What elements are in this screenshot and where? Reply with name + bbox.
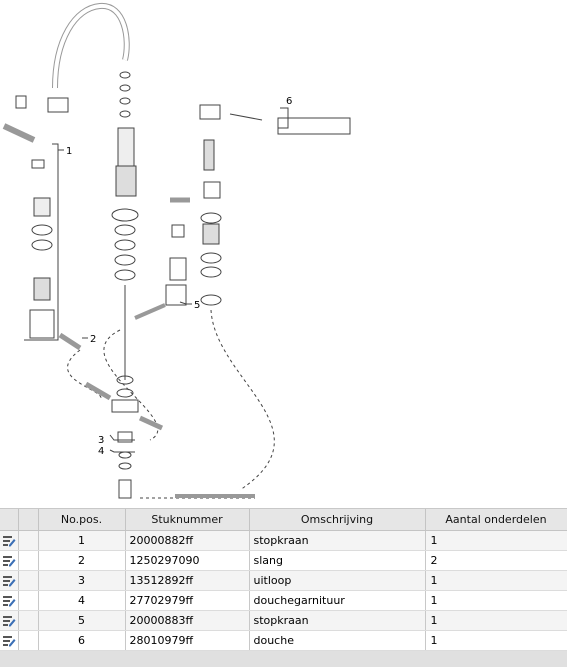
cell-part-number: 1250297090 — [125, 550, 250, 571]
header-quantity[interactable]: Aantal onderdelen — [425, 509, 567, 531]
cell-quantity: 2 — [425, 550, 567, 571]
cell-part-number: 27702979ff — [125, 590, 250, 611]
cell-part-number: 20000883ff — [125, 610, 250, 631]
cell-description: stopkraan — [249, 530, 426, 551]
table-row[interactable]: 5 20000883ff stopkraan 1 — [0, 610, 567, 631]
cell-quantity: 1 — [425, 570, 567, 591]
header-select-col — [18, 509, 39, 531]
row-edit-cell[interactable] — [0, 550, 19, 571]
edit-icon[interactable] — [2, 635, 16, 647]
row-select-cell[interactable] — [18, 550, 39, 571]
edit-icon[interactable] — [2, 615, 16, 627]
callout-label: 4 — [98, 446, 104, 457]
row-edit-cell[interactable] — [0, 570, 19, 591]
header-pos[interactable]: No.pos. — [38, 509, 126, 531]
table-row[interactable]: 3 13512892ff uitloop 1 — [0, 570, 567, 591]
cell-part-number: 13512892ff — [125, 570, 250, 591]
cell-pos: 4 — [38, 590, 126, 611]
cell-pos: 3 — [38, 570, 126, 591]
callout-label: 1 — [66, 146, 72, 157]
cell-description: stopkraan — [249, 610, 426, 631]
cell-quantity: 1 — [425, 630, 567, 651]
callout-label: 3 — [98, 435, 104, 446]
row-select-cell[interactable] — [18, 570, 39, 591]
cell-pos: 5 — [38, 610, 126, 631]
cell-part-number: 28010979ff — [125, 630, 250, 651]
parts-table: No.pos. Stuknummer Omschrijving Aantal o… — [0, 509, 567, 651]
cell-quantity: 1 — [425, 530, 567, 551]
cell-description: uitloop — [249, 570, 426, 591]
cell-quantity: 1 — [425, 610, 567, 631]
cell-quantity: 1 — [425, 590, 567, 611]
row-edit-cell[interactable] — [0, 590, 19, 611]
table-row[interactable]: 6 28010979ff douche 1 — [0, 630, 567, 651]
table-row[interactable]: 4 27702979ff douchegarnituur 1 — [0, 590, 567, 611]
row-edit-cell[interactable] — [0, 530, 19, 551]
header-part-number[interactable]: Stuknummer — [125, 509, 250, 531]
header-description[interactable]: Omschrijving — [249, 509, 426, 531]
table-row[interactable]: 2 1250297090 slang 2 — [0, 550, 567, 571]
edit-icon[interactable] — [2, 555, 16, 567]
exploded-view-diagram: 1 2 3 4 5 6 — [2, 3, 351, 499]
header-icon-col — [0, 509, 19, 531]
cell-description: douche — [249, 630, 426, 651]
edit-icon[interactable] — [2, 575, 16, 587]
cell-pos: 1 — [38, 530, 126, 551]
edit-icon[interactable] — [2, 595, 16, 607]
callout-label: 2 — [90, 334, 96, 345]
row-select-cell[interactable] — [18, 610, 39, 631]
callout-label: 6 — [286, 96, 292, 107]
table-row[interactable]: 1 20000882ff stopkraan 1 — [0, 530, 567, 551]
row-select-cell[interactable] — [18, 630, 39, 651]
row-select-cell[interactable] — [18, 590, 39, 611]
edit-icon[interactable] — [2, 535, 16, 547]
table-header-row: No.pos. Stuknummer Omschrijving Aantal o… — [0, 509, 567, 531]
cell-description: douchegarnituur — [249, 590, 426, 611]
cell-part-number: 20000882ff — [125, 530, 250, 551]
row-select-cell[interactable] — [18, 530, 39, 551]
cell-pos: 6 — [38, 630, 126, 651]
row-edit-cell[interactable] — [0, 630, 19, 651]
cell-pos: 2 — [38, 550, 126, 571]
row-edit-cell[interactable] — [0, 610, 19, 631]
cell-description: slang — [249, 550, 426, 571]
parts-table-panel: No.pos. Stuknummer Omschrijving Aantal o… — [0, 508, 567, 667]
callout-label: 5 — [194, 300, 200, 311]
